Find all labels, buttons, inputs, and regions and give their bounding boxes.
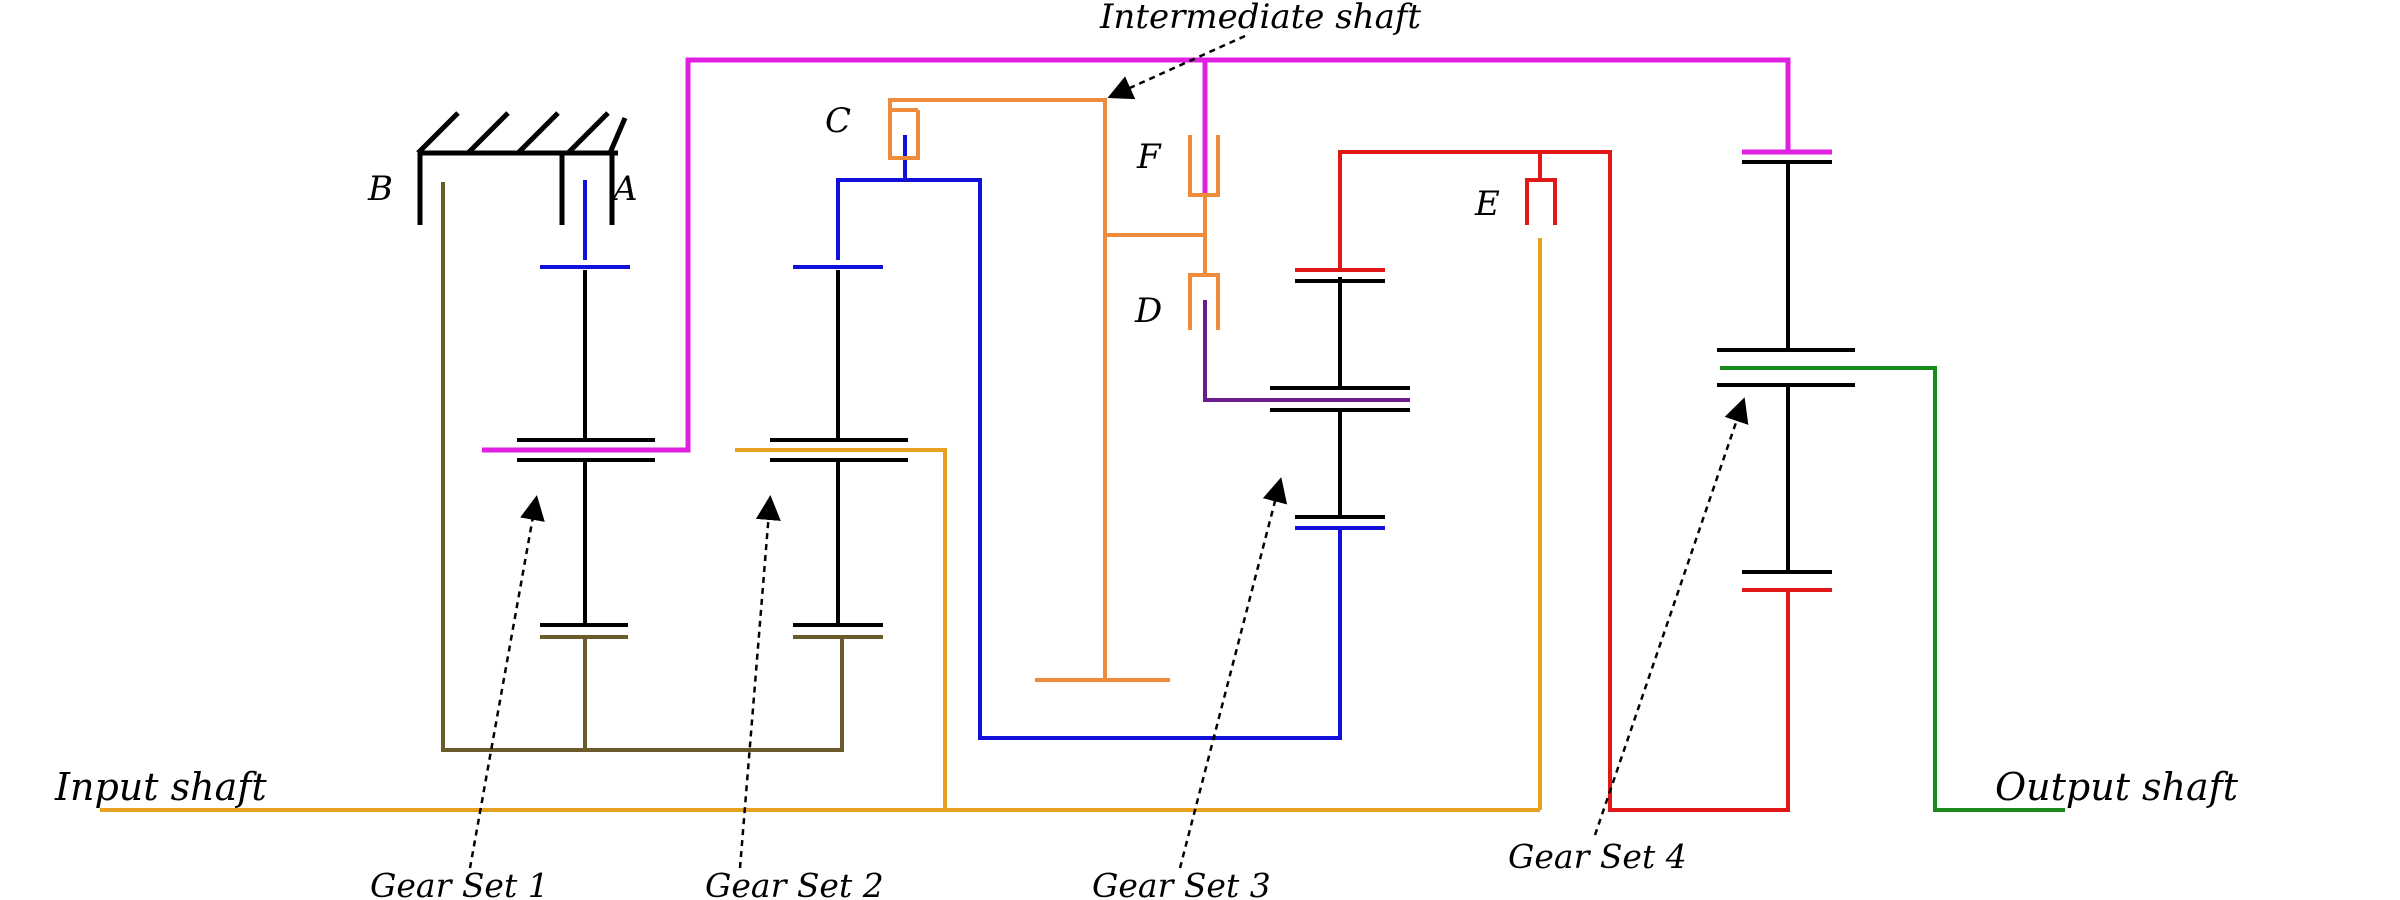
magenta-member xyxy=(482,57,1832,453)
intermediate-shaft-member xyxy=(888,98,1220,682)
output-shaft-member xyxy=(1720,366,2065,812)
clutch-c-label: C xyxy=(825,101,851,141)
intermediate-shaft-label: Intermediate shaft xyxy=(1099,0,1421,37)
gear-set-2-label: Gear Set 2 xyxy=(705,866,884,900)
clutch-d-label: D xyxy=(1134,291,1162,331)
red-member xyxy=(1295,150,1832,812)
clutch-b-label: B xyxy=(367,169,393,209)
blue-member xyxy=(540,135,1385,740)
gear-set-2-arrow xyxy=(738,495,781,869)
input-shaft-member xyxy=(100,238,1542,812)
leader-arrows xyxy=(468,34,1749,869)
intermediate-shaft-arrow xyxy=(1107,34,1246,100)
gear-bodies xyxy=(517,160,1855,627)
clutch-a-label: A xyxy=(610,169,638,209)
output-shaft-label: Output shaft xyxy=(1995,765,2239,809)
clutch-f-label: F xyxy=(1136,137,1162,177)
olive-member xyxy=(441,182,883,752)
clutch-e-label: E xyxy=(1474,184,1500,224)
input-shaft-label: Input shaft xyxy=(54,765,267,809)
ground-housing xyxy=(416,111,628,225)
gear-set-3-label: Gear Set 3 xyxy=(1092,866,1271,900)
gear-set-1-arrow xyxy=(468,495,545,869)
gear-set-4-arrow xyxy=(1593,397,1749,836)
gear-set-4-label: Gear Set 4 xyxy=(1508,837,1687,876)
gear-set-1-label: Gear Set 1 xyxy=(370,866,549,900)
purple-member xyxy=(1203,300,1410,402)
gear-set-3-arrow xyxy=(1178,477,1288,869)
